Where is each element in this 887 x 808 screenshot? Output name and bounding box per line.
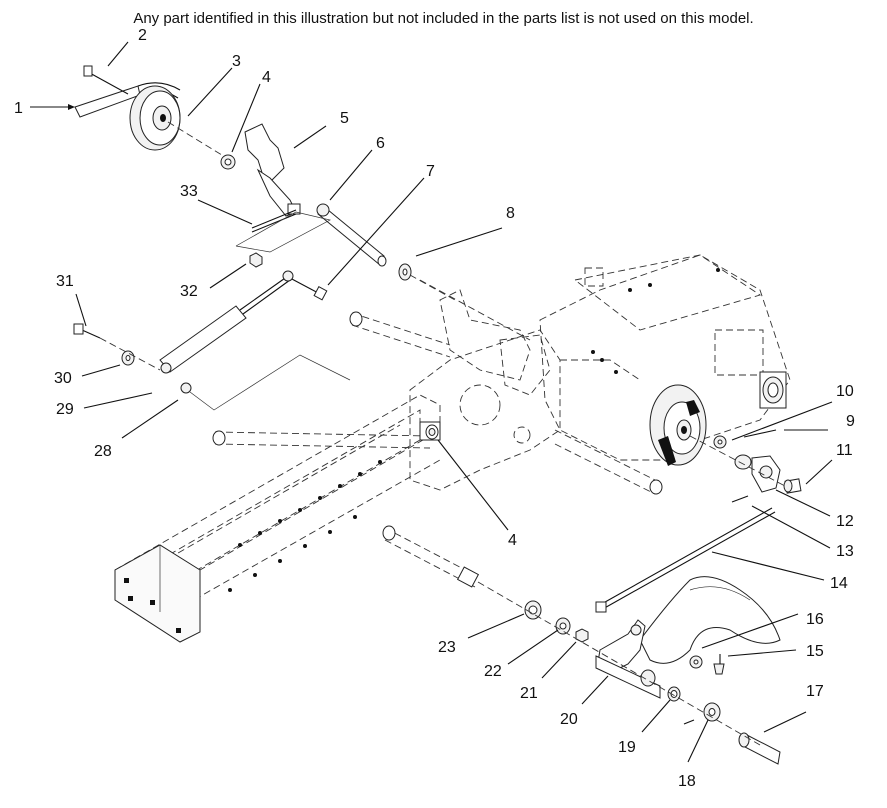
callout-14: 14 <box>830 575 848 592</box>
callout-9: 9 <box>846 413 855 430</box>
illustration-note: Any part identified in this illustration… <box>133 10 754 27</box>
bracket-assembly <box>419 279 551 396</box>
callout-32: 32 <box>180 283 198 300</box>
spacer-28 <box>180 382 192 394</box>
washer-16 <box>689 655 703 669</box>
callout-19: 19 <box>618 739 636 756</box>
callout-18: 18 <box>678 773 696 790</box>
clip-15 <box>713 654 725 675</box>
callout-33: 33 <box>180 183 198 200</box>
frame-assembly <box>114 311 663 643</box>
leader-lines <box>30 41 833 763</box>
washer-18 <box>703 702 721 722</box>
brake-pedal <box>639 576 781 664</box>
pin-33 <box>251 209 297 233</box>
bolt-7 <box>289 277 328 301</box>
callout-2: 2 <box>138 27 147 44</box>
bushing-17 <box>738 732 781 765</box>
callout-17: 17 <box>806 683 824 700</box>
pedal-arm-20 <box>595 619 661 699</box>
callout-5: 5 <box>340 110 349 127</box>
callout-30: 30 <box>54 370 72 387</box>
pulley-bolt <box>83 65 129 95</box>
idler-bracket <box>244 123 301 217</box>
callout-3: 3 <box>232 53 241 70</box>
callout-28: 28 <box>94 443 112 460</box>
callout-16: 16 <box>806 611 824 628</box>
callout-15: 15 <box>806 643 824 660</box>
callout-7: 7 <box>426 163 435 180</box>
callout-labels: 1 2 3 4 5 6 7 8 9 10 11 12 13 14 15 16 1… <box>14 27 855 790</box>
callout-12: 12 <box>836 513 854 530</box>
pin-11 <box>783 478 802 494</box>
transaxle-assembly <box>539 254 791 466</box>
pivot-shaft <box>316 203 387 267</box>
washer-23 <box>524 600 542 620</box>
washer-30 <box>121 350 135 366</box>
brake-rod <box>595 507 776 613</box>
ring-19 <box>667 686 681 702</box>
callout-8: 8 <box>506 205 515 222</box>
callout-11: 11 <box>836 442 853 459</box>
callout-20: 20 <box>560 711 578 728</box>
callout-21: 21 <box>520 685 538 702</box>
callout-4-lower: 4 <box>508 532 517 549</box>
callout-6: 6 <box>376 135 385 152</box>
callout-13: 13 <box>836 543 854 560</box>
bolt-31 <box>73 323 101 339</box>
setscrew-18 <box>683 719 695 725</box>
nut-32 <box>249 252 263 268</box>
callout-4: 4 <box>262 69 271 86</box>
washer-10 <box>713 435 727 449</box>
callout-23: 23 <box>438 639 456 656</box>
spacer-4-upper <box>220 154 236 170</box>
callout-10: 10 <box>836 383 854 400</box>
cotter-pin-13 <box>731 495 749 503</box>
cotter-pin-9 <box>743 429 777 438</box>
pivot-arm-12 <box>734 454 781 493</box>
callout-29: 29 <box>56 401 74 418</box>
washer-22 <box>555 617 571 635</box>
callout-1: 1 <box>14 100 23 117</box>
lift-cylinder <box>159 270 294 374</box>
washer-8 <box>398 263 412 281</box>
idler-pulley <box>129 85 181 151</box>
callout-31: 31 <box>56 273 74 290</box>
callout-22: 22 <box>484 663 502 680</box>
